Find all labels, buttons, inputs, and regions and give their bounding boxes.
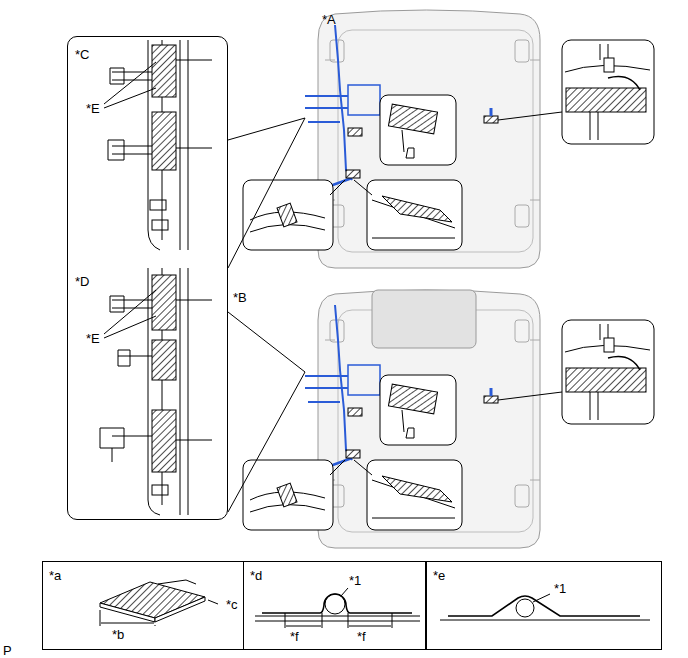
callout-label: *c <box>225 598 239 612</box>
legend-box: *e *1 <box>426 561 662 650</box>
view-label: *B <box>233 291 247 305</box>
view-label: *A <box>322 13 336 27</box>
legend-box: *a *b *c <box>42 561 244 650</box>
callout-label: *f <box>289 630 300 644</box>
callout-label: *e <box>432 569 446 583</box>
callout-label: *1 <box>348 574 362 588</box>
callout-label: *a <box>48 569 62 583</box>
callout-label: *E <box>85 332 101 346</box>
callout-label: *C <box>74 48 90 62</box>
callout-label: *1 <box>553 582 567 596</box>
callout-label: *E <box>85 102 101 116</box>
page-mark: P <box>3 644 12 658</box>
callout-label: *f <box>356 630 367 644</box>
legend-box: *d *1 *f *f <box>243 561 426 650</box>
callout-label: *d <box>249 569 263 583</box>
callout-label: *b <box>111 628 125 642</box>
detail-panel: *C *E *D *E <box>67 36 228 520</box>
callout-label: *D <box>74 275 90 289</box>
